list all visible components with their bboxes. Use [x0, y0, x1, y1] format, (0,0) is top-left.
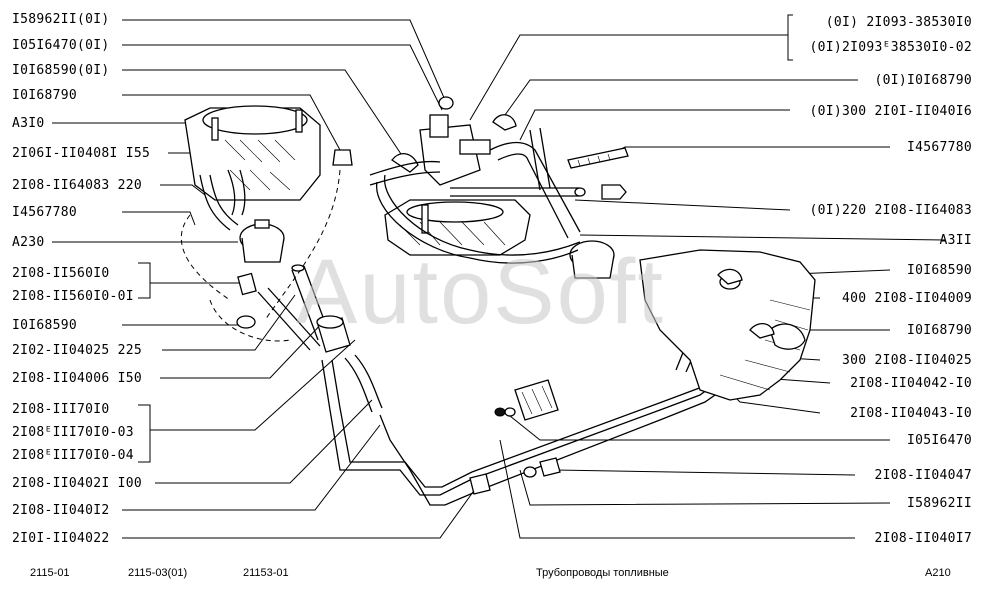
fuel-pump-assembly: [369, 96, 629, 239]
label-left-3: I0I68590(0I): [12, 63, 110, 78]
label-left-5: A3I0: [12, 116, 45, 131]
label-right-3: (0I)I0I68790: [874, 73, 972, 88]
footer-code: A210: [925, 567, 951, 579]
label-left-18: 2I08-II0402I I00: [12, 476, 143, 491]
label-left-15: 2I08-III70I0: [12, 402, 110, 417]
label-right-4: (0I)300 2I0I-II040I6: [809, 104, 972, 119]
label-left-8: I4567780: [12, 205, 78, 220]
label-left-10: 2I08-II560I0: [12, 266, 110, 281]
label-left-9: A230: [12, 235, 45, 250]
fuel-tank: [639, 249, 816, 401]
footer-model-3: 21153-01: [243, 567, 289, 579]
label-right-17: 2I08-II040I7: [874, 531, 972, 546]
label-left-6: 2I06I-II0408I I55: [12, 146, 151, 161]
floor-clips: [469, 268, 775, 495]
label-left-2: I05I6470(0I): [12, 38, 110, 53]
label-right-12: 2I08-II04042-I0: [850, 376, 972, 391]
label-left-20: 2I0I-II04022: [12, 531, 110, 546]
label-right-8: I0I68590: [906, 263, 972, 278]
label-left-13: 2I02-II04025 225: [12, 343, 143, 358]
carburettor-assembly: [184, 105, 353, 329]
label-right-15: 2I08-II04047: [874, 468, 972, 483]
label-right-11: 300 2I08-II04025: [841, 353, 972, 368]
label-right-5: I4567780: [906, 140, 972, 155]
label-right-13: 2I08-II04043-I0: [850, 406, 972, 421]
label-right-16: I58962II: [906, 496, 972, 511]
watermark: AutoSoft: [296, 241, 665, 343]
label-left-14: 2I08-II04006 I50: [12, 371, 143, 386]
label-left-12: I0I68590: [12, 318, 78, 333]
fuel-filter-and-hoses: [257, 264, 383, 413]
leader-lines-left: [52, 19, 479, 539]
footer-model-1: 2115-01: [30, 567, 70, 579]
footer-model-2: 2115-03(01): [128, 567, 188, 579]
label-right-1: (0I) 2I093-38530I0: [825, 15, 972, 30]
label-right-6: (0I)220 2I08-II64083: [809, 203, 972, 218]
label-left-7: 2I08-II64083 220: [12, 178, 143, 193]
label-left-17: 2I08ᴱIII70I0-04: [12, 448, 134, 463]
engine-block-center: [376, 174, 615, 279]
footer-title: Трубопроводы топливные: [536, 567, 669, 579]
label-left-1: I58962II(0I): [12, 12, 110, 27]
label-right-10: I0I68790: [906, 323, 972, 338]
label-right-2: (0I)2I093ᴱ38530I0-02: [809, 40, 972, 55]
label-left-16: 2I08ᴱIII70I0-03: [12, 425, 134, 440]
label-right-14: I05I6470: [906, 433, 972, 448]
label-left-19: 2I08-II040I2: [12, 503, 110, 518]
label-right-7: A3II: [939, 233, 972, 248]
label-left-11: 2I08-II560I0-0I: [12, 289, 134, 304]
dashed-guides: [180, 169, 341, 342]
label-left-4: I0I68790: [12, 88, 78, 103]
label-right-9: 400 2I08-II04009: [841, 291, 972, 306]
